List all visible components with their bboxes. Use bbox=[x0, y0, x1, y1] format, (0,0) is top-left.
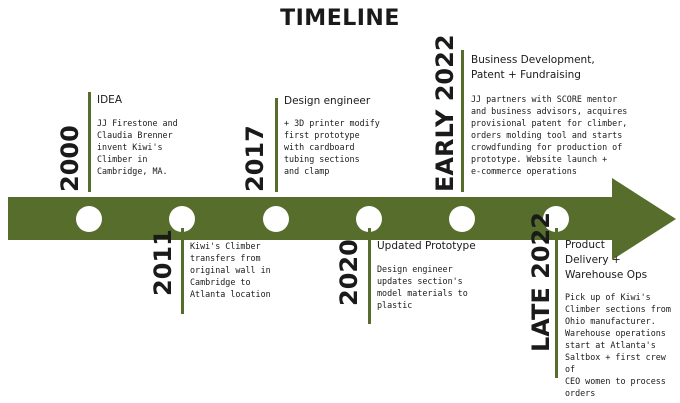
year-label-early-2022: EARLY 2022 bbox=[431, 34, 459, 192]
arrow-shape bbox=[8, 178, 676, 260]
stem-late-2022 bbox=[555, 228, 558, 378]
event-heading-late-2022: Product Delivery + Warehouse Ops bbox=[565, 239, 648, 281]
event-heading-early-2022: Business Development, Patent + Fundraisi… bbox=[471, 54, 595, 81]
stem-2011 bbox=[181, 228, 184, 314]
stem-2017 bbox=[275, 98, 278, 192]
node-2000 bbox=[76, 206, 102, 232]
stem-2020 bbox=[368, 228, 371, 324]
year-label-2017: 2017 bbox=[241, 125, 269, 192]
timeline-arrow bbox=[8, 178, 676, 260]
node-2011 bbox=[169, 206, 195, 232]
stem-early-2022 bbox=[461, 50, 464, 192]
event-text-early-2022: JJ partners with SCORE mentor and busine… bbox=[471, 94, 628, 176]
event-text-late-2022: Pick up of Kiwi's Climber sections from … bbox=[565, 292, 671, 398]
year-label-late-2022: LATE 2022 bbox=[527, 212, 555, 352]
node-late-2022 bbox=[543, 206, 569, 232]
stem-2000 bbox=[88, 92, 91, 192]
event-heading-2020: Updated Prototype bbox=[377, 240, 476, 252]
page-title: TIMELINE bbox=[280, 6, 400, 31]
year-label-2011: 2011 bbox=[149, 229, 177, 296]
year-label-2000: 2000 bbox=[56, 125, 84, 192]
event-text-2000: JJ Firestone and Claudia Brenner invent … bbox=[97, 118, 178, 176]
event-text-2020: Design engineer updates section's model … bbox=[377, 264, 468, 310]
event-heading-2000: IDEA bbox=[97, 94, 122, 106]
node-2017 bbox=[263, 206, 289, 232]
event-heading-2017: Design engineer bbox=[284, 95, 371, 107]
year-label-2020: 2020 bbox=[335, 239, 363, 306]
node-2020 bbox=[356, 206, 382, 232]
event-text-2011: Kiwi's Climber transfers from original w… bbox=[190, 241, 271, 299]
node-early-2022 bbox=[449, 206, 475, 232]
event-text-2017: + 3D printer modify first prototype with… bbox=[284, 118, 380, 176]
